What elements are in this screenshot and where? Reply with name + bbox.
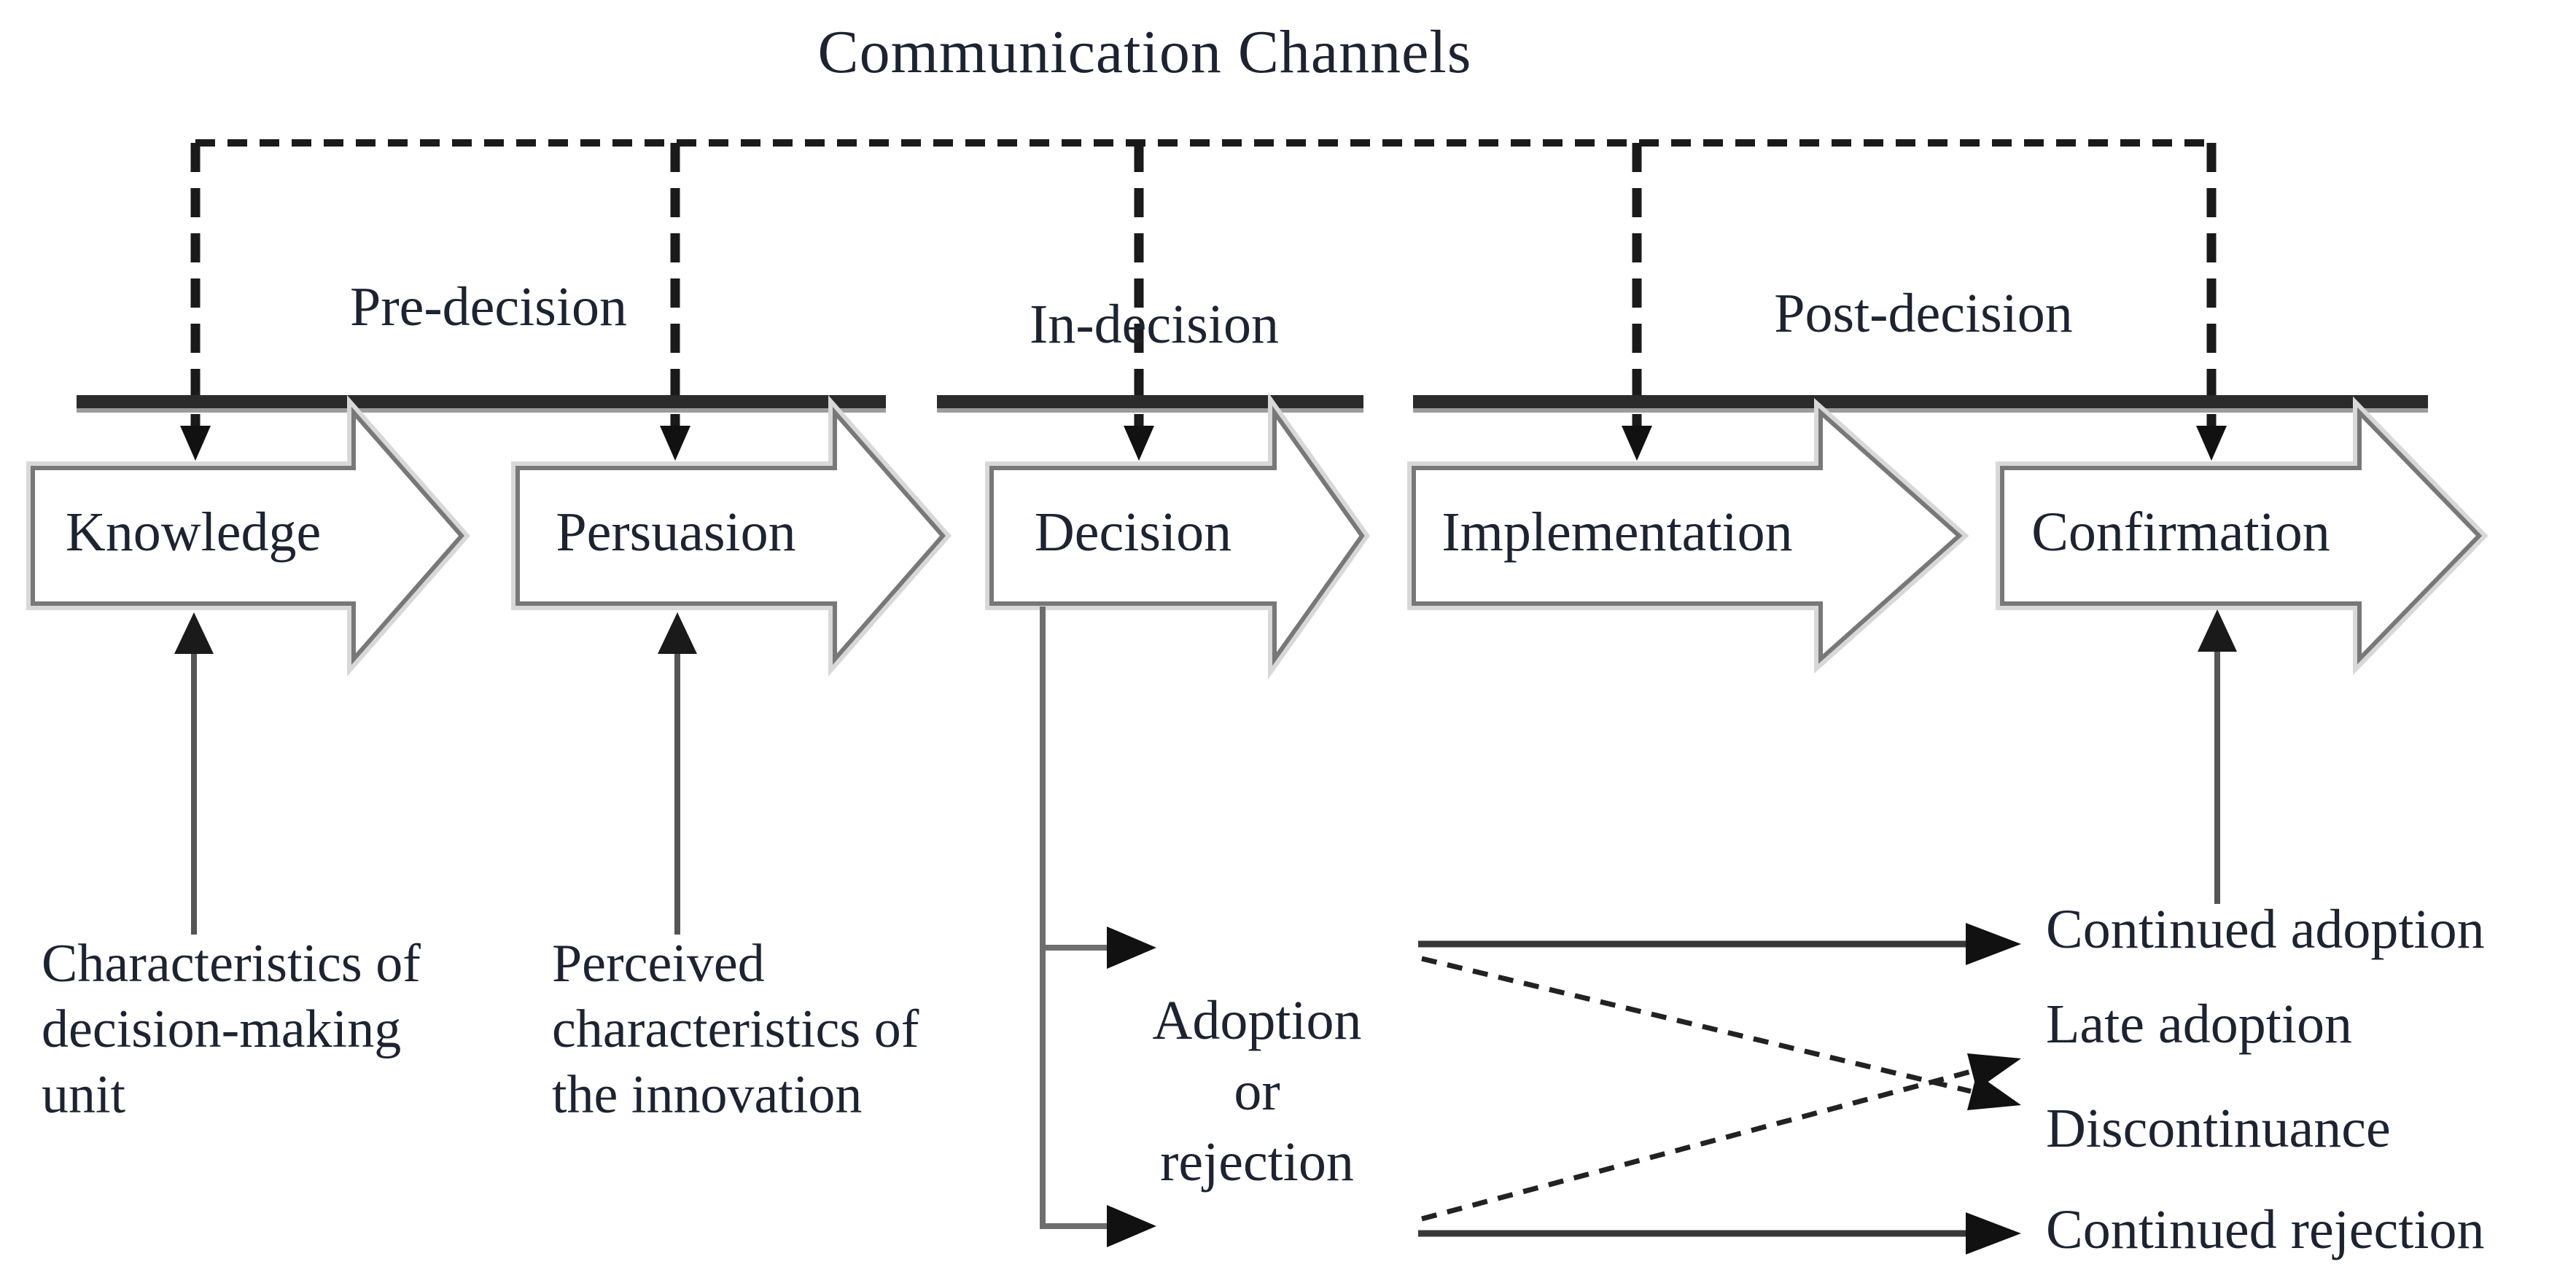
- phase-label-pre-decision: Pre-decision: [350, 276, 627, 338]
- label-line: or: [1234, 1061, 1280, 1122]
- right-arrowhead-icon: [1966, 923, 2021, 965]
- up-arrowhead-icon: [2198, 609, 2237, 652]
- decision-branch: [1040, 607, 1156, 1247]
- in-decision-bar-echo: [937, 408, 1363, 413]
- post-decision-bar-echo: [1413, 408, 2428, 413]
- stage-arrow-persuasion: [515, 407, 946, 665]
- dashed-line-adoption-to-discontinuance: [1421, 956, 1972, 1094]
- stage-label-implementation: Implementation: [1441, 502, 1793, 563]
- input-arrows: [174, 609, 2237, 935]
- label-line: characteristics of: [552, 999, 919, 1059]
- up-arrowhead-icon: [658, 612, 697, 654]
- down-arrowhead-icon: [2196, 426, 2227, 461]
- stage-block-arrows: [26, 391, 2489, 680]
- down-arrowhead-icon: [1124, 426, 1154, 461]
- down-arrowhead-icon: [180, 426, 211, 461]
- phase-bars: [77, 395, 2428, 413]
- down-arrowhead-icon: [1622, 426, 1652, 461]
- outcome-label-continued-rejection: Continued rejection: [2046, 1199, 2485, 1260]
- dashed-drop-arrowheads: [180, 426, 2227, 461]
- outcome-label-continued-adoption: Continued adoption: [2046, 899, 2485, 960]
- diagram-title: Communication Channels: [817, 18, 1472, 86]
- label-decision-making-unit: Characteristics of decision-making unit: [42, 931, 421, 1128]
- stage-label-persuasion: Persuasion: [556, 502, 796, 563]
- right-arrowhead-icon: [1107, 927, 1156, 969]
- right-arrowhead-icon: [1966, 1212, 2021, 1255]
- label-line: Characteristics of: [42, 934, 421, 994]
- right-down-arrowhead-icon: [1967, 1074, 2021, 1110]
- stage-arrow-knowledge: [31, 407, 464, 665]
- decision-drop-line: [1040, 607, 1110, 1229]
- pre-decision-bar: [77, 395, 886, 408]
- phase-label-post-decision: Post-decision: [1774, 283, 2073, 344]
- communication-channels-dashed-bracket: [190, 139, 2217, 426]
- stage-arrow-confirmation: [2000, 407, 2483, 665]
- label-line: Adoption: [1152, 990, 1362, 1051]
- label-line: unit: [42, 1065, 126, 1125]
- outcome-label-discontinuance: Discontinuance: [2046, 1098, 2391, 1159]
- label-line: the innovation: [552, 1065, 863, 1125]
- stage-label-decision: Decision: [1034, 502, 1232, 563]
- label-adoption-or-rejection: Adoption or rejection: [1152, 986, 1361, 1198]
- label-line: Perceived: [552, 934, 765, 994]
- dashed-line-rejection-to-late-adoption: [1421, 1069, 1972, 1222]
- phase-label-in-decision: In-decision: [1030, 294, 1279, 355]
- label-line: rejection: [1160, 1131, 1354, 1193]
- stage-label-knowledge: Knowledge: [65, 502, 322, 563]
- stage-arrow-decision: [989, 405, 1365, 666]
- up-arrowhead-icon: [174, 612, 214, 654]
- stage-label-confirmation: Confirmation: [2031, 502, 2330, 563]
- in-decision-bar: [937, 395, 1363, 408]
- stage-arrow-implementation: [1412, 407, 1963, 664]
- right-arrowhead-icon: [1107, 1205, 1156, 1247]
- down-arrowhead-icon: [660, 426, 690, 461]
- label-line: decision-making: [42, 999, 402, 1059]
- post-decision-bar: [1413, 395, 2428, 408]
- outcome-label-late-adoption: Late adoption: [2046, 994, 2352, 1055]
- label-perceived-characteristics: Perceived characteristics of the innovat…: [552, 931, 919, 1128]
- pre-decision-bar-echo: [77, 408, 886, 413]
- outcome-fan: [1418, 923, 2021, 1255]
